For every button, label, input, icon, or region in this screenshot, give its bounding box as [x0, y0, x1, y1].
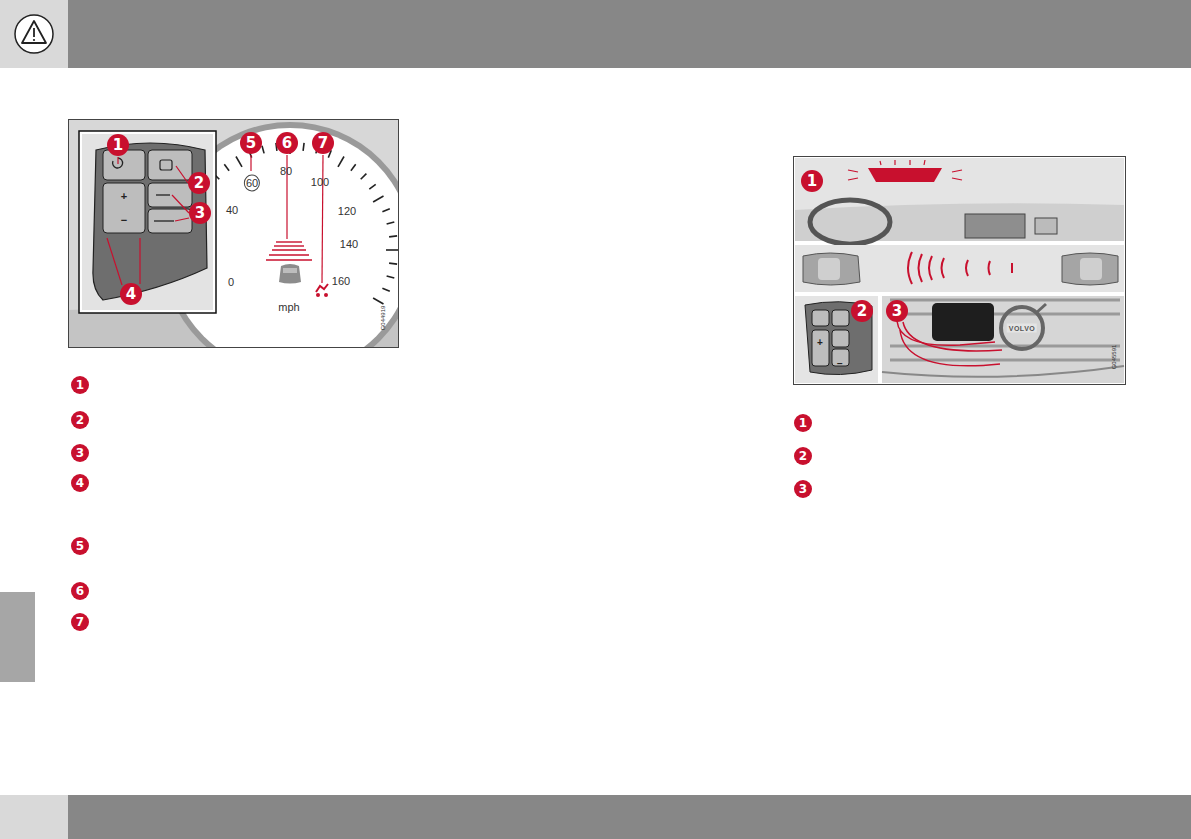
figure-code: G044919	[380, 306, 386, 331]
figure-code: G045591	[1111, 345, 1117, 370]
callout-number: 2	[188, 172, 210, 194]
dial-number: 160	[332, 276, 350, 287]
dial-tick	[387, 222, 395, 224]
dial-tick	[389, 236, 397, 237]
callout-number: 7	[312, 132, 334, 154]
callout-number: 5	[240, 132, 262, 154]
dial-number: 120	[338, 206, 356, 217]
dial-tick	[361, 174, 367, 180]
callout-number: 3	[886, 300, 908, 322]
dial-number: 100	[311, 177, 329, 188]
dial-number: 80	[280, 166, 292, 177]
dial-tick	[262, 146, 264, 154]
dial-number: 140	[340, 239, 358, 250]
dial-tick	[224, 164, 229, 170]
list-number: 2	[794, 447, 812, 465]
list-number: 3	[794, 480, 812, 498]
button-symbol: −	[121, 215, 127, 226]
dial-tick	[338, 157, 344, 167]
dial-tick	[387, 276, 395, 278]
dial-tick	[389, 263, 397, 264]
dial-tick	[369, 184, 375, 189]
callout-number: 6	[276, 132, 298, 154]
dial-tick	[236, 157, 242, 167]
callout-number: 4	[120, 283, 142, 305]
button-symbol: −	[837, 359, 843, 369]
brand-badge: VOLVO	[1007, 324, 1037, 333]
list-number: 4	[71, 474, 89, 492]
callout-number: 1	[801, 170, 823, 192]
dial-tick	[386, 249, 398, 251]
dial-number: 0	[228, 277, 234, 288]
callout-number: 2	[851, 300, 873, 322]
list-number: 1	[71, 376, 89, 394]
unit-label: mph	[278, 302, 299, 313]
button-symbol: +	[121, 191, 127, 202]
list-number: 3	[71, 444, 89, 462]
callout-number: 1	[107, 134, 129, 156]
list-number: 2	[71, 411, 89, 429]
callout-number: 3	[189, 202, 211, 224]
dial-tick	[303, 143, 304, 151]
list-number: 5	[71, 537, 89, 555]
dial-tick	[373, 298, 383, 304]
button-symbol: +	[817, 338, 823, 348]
dial-tick	[373, 196, 383, 202]
dial-number: 40	[226, 205, 238, 216]
dial-tick	[351, 164, 356, 170]
dial-tick	[382, 288, 389, 291]
dial-tick	[382, 209, 389, 212]
list-number: 6	[71, 582, 89, 600]
list-number: 7	[71, 613, 89, 631]
list-number: 1	[794, 414, 812, 432]
